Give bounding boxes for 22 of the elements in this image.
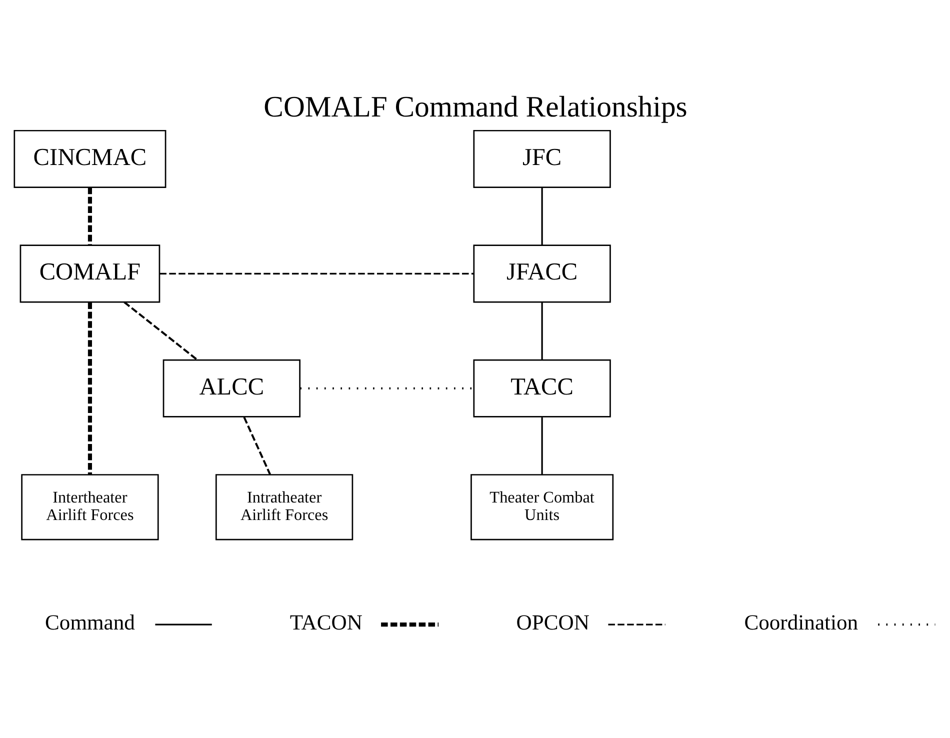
legend-label: Coordination: [744, 610, 858, 634]
node-box: JFC: [472, 129, 610, 188]
connector: [87, 186, 92, 245]
connector: [540, 416, 542, 474]
connector: [242, 416, 270, 474]
node-box: COMALF: [19, 244, 160, 302]
diagram-title: COMALF Command Relationships: [263, 91, 687, 124]
legend-label: TACON: [289, 610, 362, 634]
node-box: TACC: [472, 358, 610, 417]
node-box: CINCMAC: [13, 129, 166, 188]
legend-label: OPCON: [516, 610, 589, 634]
legend-label: Command: [44, 610, 134, 634]
node-box: JFACC: [472, 244, 610, 302]
connector: [540, 186, 542, 245]
node-box: Theater Combat Units: [470, 474, 614, 540]
connector: [123, 300, 198, 360]
node-box: Intratheater Airlift Forces: [214, 474, 353, 540]
node-box: Intertheater Airlift Forces: [20, 474, 158, 540]
connector: [540, 302, 542, 360]
connector: [87, 302, 92, 474]
connector: [159, 272, 474, 274]
node-box: ALCC: [162, 358, 300, 417]
